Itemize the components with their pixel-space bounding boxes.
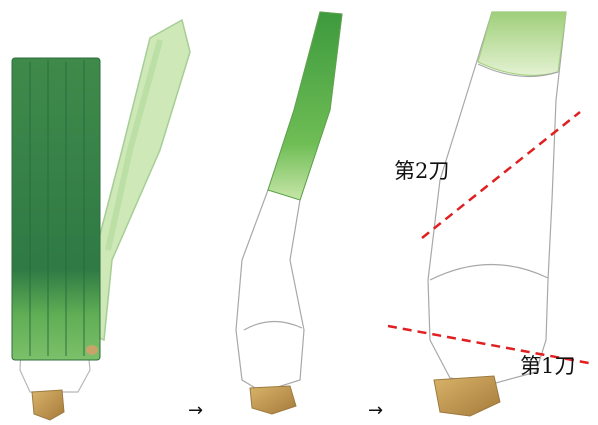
- arrow-right-icon: →: [368, 402, 383, 420]
- leek-trimmed-green: [268, 12, 342, 200]
- leek-leaf-dark: [12, 58, 100, 360]
- leek-whole: [12, 20, 190, 420]
- leek-cut-root: [434, 376, 500, 416]
- label-cut-2: 第2刀: [394, 161, 449, 182]
- label-cut-1: 第1刀: [520, 356, 575, 377]
- leek-trimmed: [236, 12, 342, 414]
- leek-cut-green: [478, 12, 566, 75]
- leek-leaf-light: [86, 20, 190, 340]
- leek-trimmed-root: [250, 386, 296, 414]
- arrow-right-icon: →: [188, 402, 203, 420]
- leek-root: [32, 390, 64, 420]
